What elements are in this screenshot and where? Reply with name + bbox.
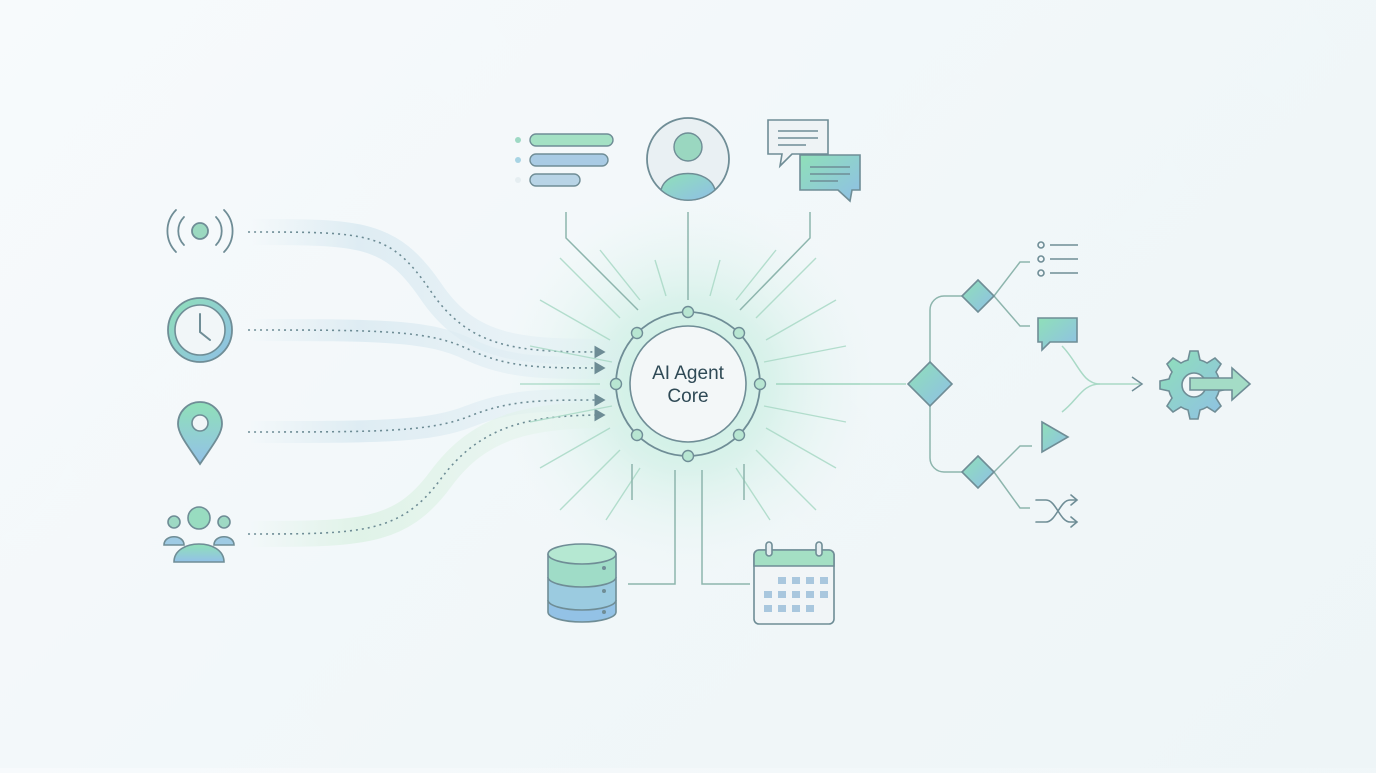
chat-bubbles-icon — [767, 119, 861, 203]
core-label-line2: Core — [667, 386, 709, 407]
message-icon — [1037, 317, 1078, 352]
core-rays — [520, 249, 860, 521]
input-arrows — [247, 231, 606, 535]
shuffle-icon — [1035, 494, 1079, 528]
core-label-line1: AI Agent — [652, 363, 724, 384]
location-pin-icon — [177, 401, 223, 466]
users-icon — [163, 506, 235, 563]
clock-icon — [167, 297, 233, 363]
decision-diamond-upper — [960, 278, 996, 314]
play-icon — [1041, 420, 1070, 454]
database-icon — [547, 543, 617, 623]
calendar-icon — [753, 541, 835, 625]
gear-action-icon — [1159, 350, 1252, 420]
decision-tree — [929, 261, 1144, 509]
signal-icon — [166, 209, 234, 253]
core-label: AI Agent Core — [618, 362, 758, 408]
context-connectors — [565, 212, 811, 585]
user-avatar-icon — [646, 117, 730, 201]
decision-diamond-main — [906, 360, 954, 408]
decision-diamond-lower — [960, 454, 996, 490]
list-icon — [515, 133, 614, 187]
core-node — [609, 305, 767, 463]
checklist-icon — [1037, 241, 1078, 277]
